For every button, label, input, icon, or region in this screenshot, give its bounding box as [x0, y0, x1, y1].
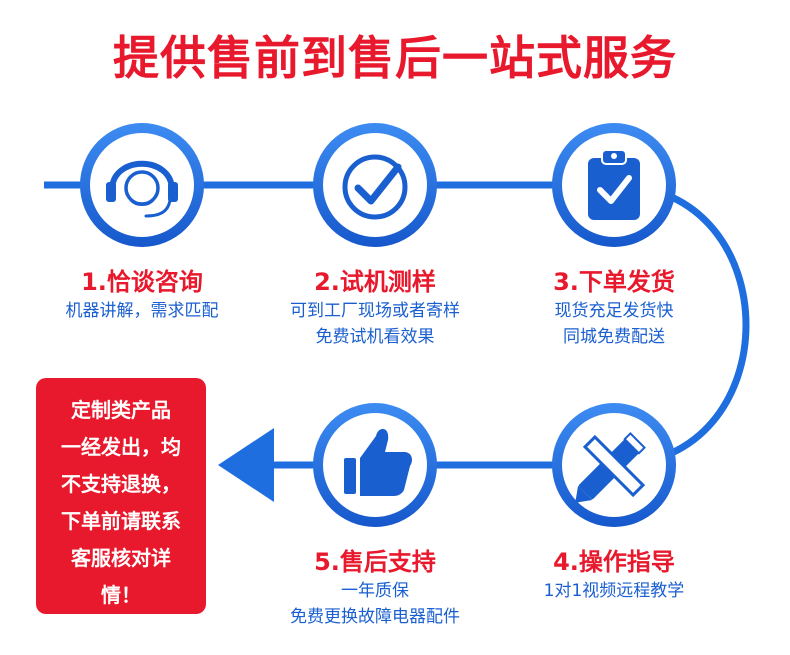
step-2-desc-line: 可到工厂现场或者寄样 — [290, 301, 460, 321]
step-1-title: 1.恰谈咨询 — [81, 268, 203, 296]
notice-line: 情！ — [101, 583, 141, 607]
step-4-desc: 1对1视频远程教学 — [494, 578, 734, 604]
step-1-desc: 机器讲解，需求匹配 — [22, 298, 262, 324]
step-3-desc-line: 现货充足发货快 — [554, 301, 674, 321]
step-5-title: 5.售后支持 — [314, 548, 436, 576]
checkmark-circle-icon — [342, 154, 408, 220]
step-4-title: 4.操作指导 — [553, 548, 675, 576]
pencil-ruler-icon — [575, 432, 646, 503]
step-3-desc: 现货充足发货快 同城免费配送 — [494, 298, 734, 350]
step-3-circle — [552, 123, 676, 247]
step-3-desc-line: 同城免费配送 — [563, 327, 665, 347]
step-1-desc-line: 机器讲解，需求匹配 — [65, 301, 219, 321]
step-2-desc: 可到工厂现场或者寄样 免费试机看效果 — [255, 298, 495, 350]
flow-arrow-head — [218, 428, 274, 502]
step-5-desc-line: 一年质保 — [341, 581, 409, 601]
step-2-circle — [313, 123, 437, 247]
step-2-title: 2.试机测样 — [314, 268, 436, 296]
notice-line: 客服核对详 — [71, 546, 171, 570]
clipboard-check-icon — [588, 149, 640, 220]
step-3-title: 3.下单发货 — [553, 268, 675, 296]
page-title: 提供售前到售后一站式服务 — [113, 31, 677, 85]
notice-line: 定制类产品 — [71, 398, 171, 422]
notice-line: 一经发出，均 — [61, 435, 181, 459]
notice-line: 不支持退换， — [61, 472, 181, 496]
step-5-desc-line: 免费更换故障电器配件 — [290, 607, 460, 627]
thumbs-up-icon — [344, 428, 412, 496]
headset-icon — [106, 160, 178, 218]
custom-product-notice: 定制类产品 一经发出，均 不支持退换， 下单前请联系 客服核对详 情！ — [36, 378, 206, 614]
flow-curve-right — [613, 181, 750, 469]
step-4-circle — [552, 403, 676, 527]
step-1-circle — [80, 123, 204, 247]
step-5-circle — [313, 403, 437, 527]
step-2-desc-line: 免费试机看效果 — [315, 327, 435, 347]
step-5-desc: 一年质保 免费更换故障电器配件 — [255, 578, 495, 630]
notice-line: 下单前请联系 — [61, 509, 181, 533]
step-4-desc-line: 1对1视频远程教学 — [543, 581, 685, 601]
